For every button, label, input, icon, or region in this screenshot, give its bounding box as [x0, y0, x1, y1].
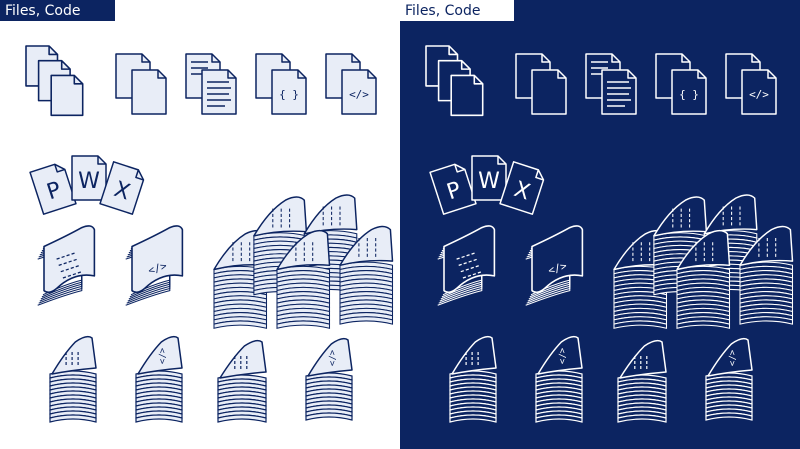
- large-page-pile-icon: [213, 194, 394, 329]
- multiple-documents-icon: [25, 45, 84, 117]
- svg-text:W: W: [478, 169, 500, 194]
- curled-code-page-stack-icon: </>: [525, 225, 584, 306]
- html-code-documents-icon: </>: [725, 53, 777, 115]
- svg-text:{ }: { }: [279, 88, 299, 101]
- html-code-documents-icon: </>: [325, 53, 377, 115]
- large-page-pile-icon: [613, 194, 794, 329]
- svg-text:</>: </>: [749, 88, 769, 101]
- text-documents-icon: [185, 53, 237, 115]
- svg-text:X: X: [111, 177, 133, 205]
- code-page-pile-icon: </>: [535, 335, 583, 423]
- json-code-documents-icon: { }: [255, 53, 307, 115]
- title-dark: Files, Code: [400, 0, 514, 21]
- svg-text:</>: </>: [156, 348, 166, 365]
- svg-text:{ }: { }: [679, 88, 699, 101]
- svg-text:</>: </>: [147, 260, 169, 277]
- code-page-pile-small-icon: </>: [705, 337, 753, 421]
- svg-text:W: W: [78, 169, 100, 194]
- text-documents-icon: [585, 53, 637, 115]
- text-page-pile-icon: [49, 335, 97, 423]
- svg-text:</>: </>: [556, 348, 566, 365]
- svg-text:X: X: [511, 177, 533, 205]
- blank-page-pile-icon: [617, 339, 667, 423]
- text-page-pile-icon: [449, 335, 497, 423]
- curled-text-page-stack-icon: [37, 225, 96, 306]
- code-page-pile-icon: </>: [135, 335, 183, 423]
- title-light: Files, Code: [0, 0, 115, 21]
- svg-text:</>: </>: [547, 260, 569, 277]
- multiple-documents-icon: [425, 45, 484, 117]
- json-code-documents-icon: { }: [655, 53, 707, 115]
- two-documents-icon: [115, 53, 167, 115]
- svg-text:</>: </>: [349, 88, 369, 101]
- curled-code-page-stack-icon: </>: [125, 225, 184, 306]
- code-page-pile-small-icon: </>: [305, 337, 353, 421]
- svg-text:</>: </>: [326, 350, 336, 367]
- svg-text:</>: </>: [726, 350, 736, 367]
- curled-text-page-stack-icon: [437, 225, 496, 306]
- two-documents-icon: [515, 53, 567, 115]
- blank-page-pile-icon: [217, 339, 267, 423]
